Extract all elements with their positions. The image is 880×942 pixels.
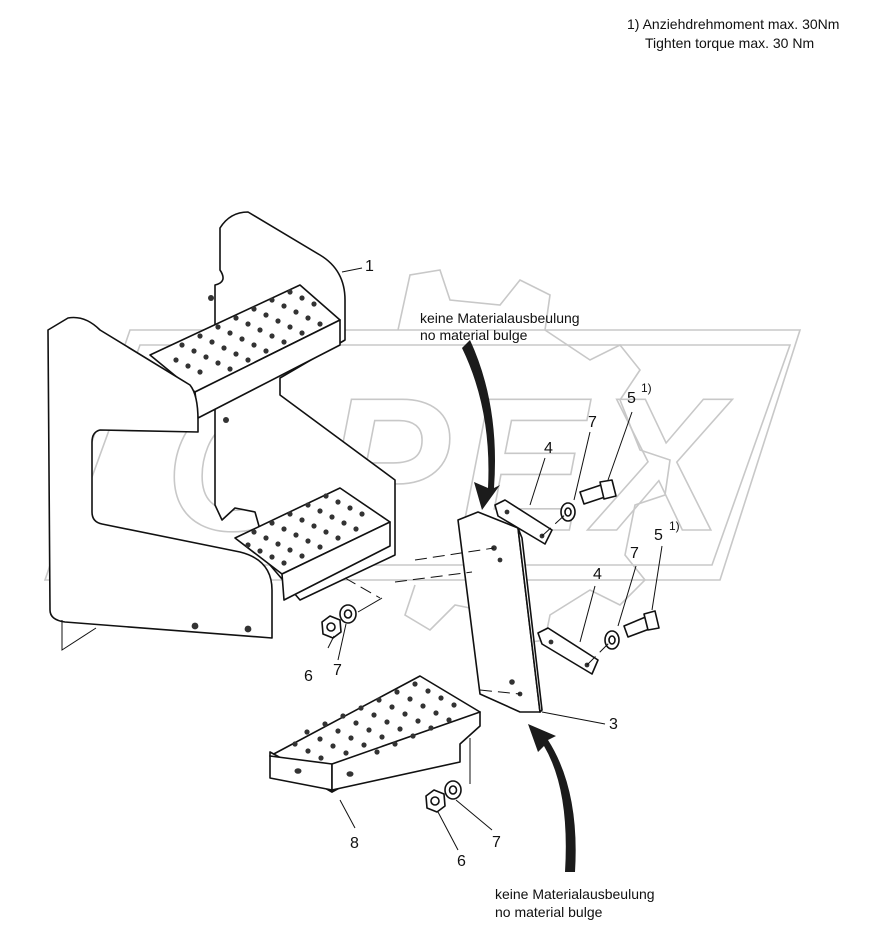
part-5-upper-note: 1) xyxy=(641,381,652,395)
part-number-4-upper: 4 xyxy=(544,440,553,457)
part-number-7-upper: 7 xyxy=(588,414,597,431)
part-number-7-mid: 7 xyxy=(630,545,639,562)
loose-step-part-8 xyxy=(269,675,481,793)
washer-left xyxy=(339,604,357,624)
clamp-strip-upper xyxy=(494,499,553,545)
step-frame-part-1 xyxy=(47,211,396,651)
torque-note-de: 1) Anziehdrehmoment max. 30Nm xyxy=(627,16,840,32)
part-number-4-lower: 4 xyxy=(593,566,602,583)
part-number-3: 3 xyxy=(609,716,618,733)
part-number-6-bottom: 6 xyxy=(457,853,466,870)
upper-tread-holes xyxy=(173,289,323,375)
clamp-strip-lower xyxy=(537,627,599,675)
callout-bottom-en: no material bulge xyxy=(495,904,603,920)
torque-note-en: Tighten torque max. 30 Nm xyxy=(645,35,815,51)
part-number-5-lower: 5 xyxy=(654,527,663,544)
part-number-5-upper: 5 xyxy=(627,390,636,407)
part-number-8: 8 xyxy=(350,835,359,852)
arrow-top-icon xyxy=(462,340,500,510)
bolt-lower xyxy=(623,610,660,638)
callout-top-de: keine Materialausbeulung xyxy=(420,310,580,326)
callout-bottom-de: keine Materialausbeulung xyxy=(495,886,655,902)
washer-bottom xyxy=(444,780,462,800)
part-5-lower-note: 1) xyxy=(669,519,680,533)
washer-upper-right xyxy=(560,502,576,522)
loose-step-holes xyxy=(292,681,457,761)
nut-bottom xyxy=(425,789,446,813)
lower-tread-holes xyxy=(245,493,365,566)
leader-lines xyxy=(327,267,663,851)
plate-part-3 xyxy=(457,511,543,713)
arrow-bottom-icon xyxy=(528,724,576,872)
part-number-1: 1 xyxy=(365,258,374,275)
part-number-6-left: 6 xyxy=(304,668,313,685)
washer-lower-right xyxy=(604,630,620,650)
assembly-lines xyxy=(344,511,613,784)
callout-top-en: no material bulge xyxy=(420,327,528,343)
part-number-7-bottom: 7 xyxy=(492,834,501,851)
part-number-7-left: 7 xyxy=(333,662,342,679)
bolt-upper xyxy=(579,479,617,505)
nut-left xyxy=(321,615,342,639)
